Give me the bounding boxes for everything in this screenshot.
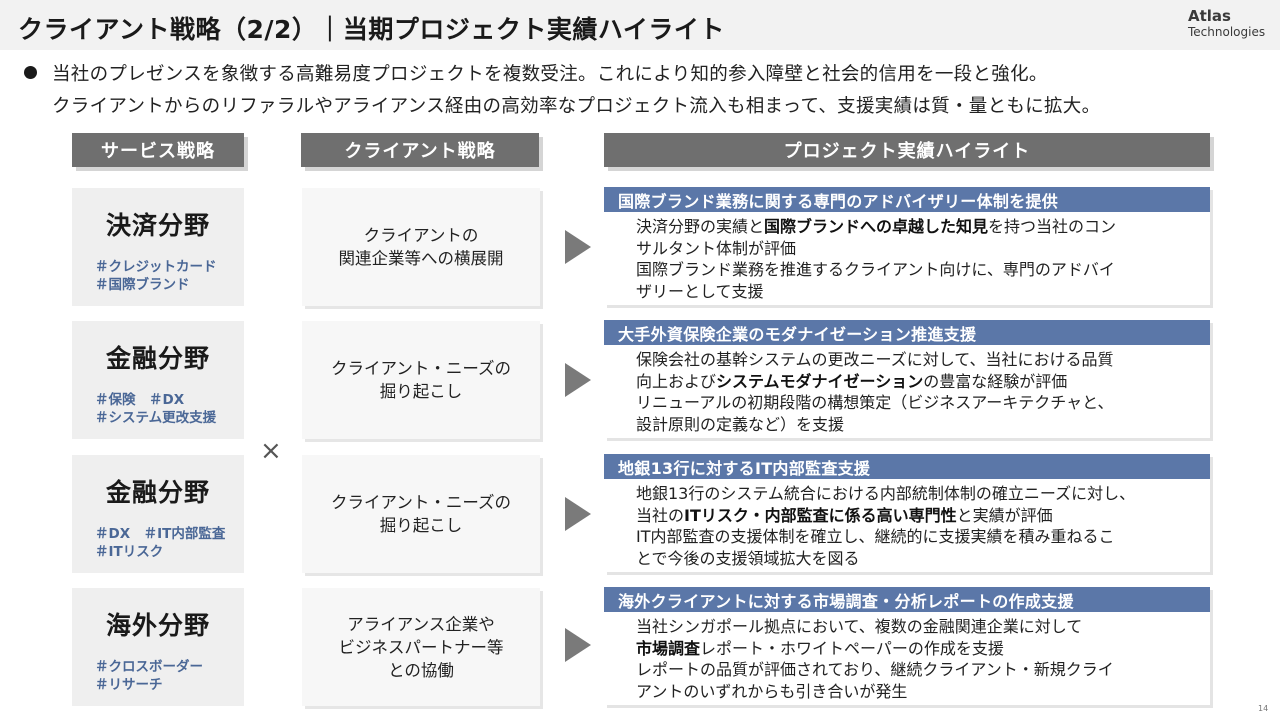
service-tag: ＃クレジットカード [95,259,217,275]
arrow-right-icon [565,363,591,397]
highlight-card-1: 国際ブランド業務に関する専門のアドバイザリー体制を提供 決済分野の実績と国際ブラ… [604,187,1210,305]
service-box-finance-it-audit: 金融分野 ＃DX ＃IT内部監査 ＃ITリスク [72,455,244,573]
highlight-line: 当社シンガポール拠点において、複数の金融関連企業に対して [636,617,1083,636]
highlight-line: アントのいずれからも引き合いが発生 [636,681,908,701]
service-tags: ＃DX ＃IT内部監査 ＃ITリスク [95,525,225,561]
client-text-line: クライアント・ニーズの [330,493,511,512]
client-text-line: クライアントの [363,226,479,245]
header-client-strategy: クライアント戦略 [301,133,539,167]
client-text-line: 掘り起こし [379,516,463,535]
client-text-line: 掘り起こし [379,382,463,401]
client-strategy-text: クライアント・ニーズの 掘り起こし [331,357,511,403]
highlight-line: 当社のITリスク・内部監査に係る高い専門性と実績が評価 [636,505,1053,525]
highlight-line: ザリーとして支援 [636,281,764,301]
highlight-line: リニューアルの初期段階の構想策定（ビジネスアーキテクチャと、 [636,393,1114,412]
client-box-1: クライアントの 関連企業等への横展開 [302,188,540,306]
page-number: 14 [1258,704,1269,713]
service-tag: ＃保険 ＃DX [95,392,185,408]
bullet-dot [24,66,37,79]
highlight-line: サルタント体制が評価 [636,238,797,258]
lead-line-1: 当社のプレゼンスを象徴する高難易度プロジェクトを複数受注。これにより知的参入障壁… [52,64,1048,85]
service-tag: ＃国際ブランド [95,277,190,293]
arrow-right-icon [565,497,591,531]
header-service-strategy: サービス戦略 [72,133,244,167]
client-text-line: クライアント・ニーズの [330,359,511,378]
highlight-card-4: 海外クライアントに対する市場調査・分析レポートの作成支援 当社シンガポール拠点に… [604,587,1210,705]
highlight-body: 当社シンガポール拠点において、複数の金融関連企業に対して 市場調査レポート・ホワ… [604,612,1210,702]
highlight-card-2: 大手外資保険企業のモダナイゼーション推進支援 保険会社の基幹システムの更改ニーズ… [604,320,1210,438]
logo-sub-text: Technologies [1188,25,1266,39]
highlight-body: 地銀13行のシステム統合における内部統制体制の確立ニーズに対し、 当社のITリス… [604,479,1210,569]
service-tags: ＃保険 ＃DX ＃システム更改支援 [95,391,216,427]
highlight-line: 市場調査レポート・ホワイトペーパーの作成を支援 [636,638,1004,658]
logo-main-text: Atlas [1188,7,1231,25]
highlight-body: 決済分野の実績と国際ブランドへの卓越した知見を持つ当社のコン サルタント体制が評… [604,212,1210,302]
service-tag: ＃ITリスク [95,544,164,560]
client-box-2: クライアント・ニーズの 掘り起こし [302,321,540,439]
highlight-line: とで今後の支援領域拡大を図る [636,548,860,568]
service-tag: ＃クロスボーダー [95,659,203,675]
highlight-line: レポートの品質が評価されており、継続クライアント・新規クライ [636,660,1114,679]
client-strategy-text: アライアンス企業や ビジネスパートナー等 との協働 [339,613,504,682]
client-text-line: との協働 [388,660,454,680]
highlight-line: 保険会社の基幹システムの更改ニーズに対して、当社における品質 [636,350,1114,369]
lead-line-2: クライアントからのリファラルやアライアンス経由の高効率なプロジェクト流入も相まっ… [52,96,1101,117]
service-title: 決済分野 [105,211,210,240]
service-title: 海外分野 [105,611,210,640]
service-title: 金融分野 [105,478,210,507]
client-box-4: アライアンス企業や ビジネスパートナー等 との協働 [302,588,540,706]
client-strategy-text: クライアントの 関連企業等への横展開 [339,224,504,270]
highlight-heading: 地銀13行に対するIT内部監査支援 [604,454,1210,479]
highlight-heading: 国際ブランド業務に関する専門のアドバイザリー体制を提供 [604,187,1210,212]
client-strategy-text: クライアント・ニーズの 掘り起こし [331,491,511,537]
highlight-body: 保険会社の基幹システムの更改ニーズに対して、当社における品質 向上およびシステム… [604,345,1210,435]
highlight-line: 国際ブランド業務を推進するクライアント向けに、専門のアドバイ [636,260,1115,279]
service-tag: ＃リサーチ [95,677,163,693]
header-project-highlights: プロジェクト実績ハイライト [604,133,1210,167]
highlight-line: 設計原則の定義など）を支援 [636,414,845,434]
company-logo: Atlas Technologies [1188,7,1266,39]
highlight-line: IT内部監査の支援体制を確立し、継続的に支援実績を積み重ねるこ [636,527,1115,546]
cross-symbol: × [260,436,282,466]
service-box-payments: 決済分野 ＃クレジットカード ＃国際ブランド [72,188,244,306]
highlight-card-3: 地銀13行に対するIT内部監査支援 地銀13行のシステム統合における内部統制体制… [604,454,1210,572]
service-tags: ＃クレジットカード ＃国際ブランド [95,258,217,294]
highlight-line: 地銀13行のシステム統合における内部統制体制の確立ニーズに対し、 [636,484,1136,503]
service-box-finance-insurance: 金融分野 ＃保険 ＃DX ＃システム更改支援 [72,321,244,439]
client-box-3: クライアント・ニーズの 掘り起こし [302,455,540,573]
title-bar: クライアント戦略（2/2）｜当期プロジェクト実績ハイライト Atlas Tech… [0,0,1280,50]
arrow-right-icon [565,230,591,264]
service-tag: ＃DX ＃IT内部監査 [95,526,226,542]
highlight-heading: 海外クライアントに対する市場調査・分析レポートの作成支援 [604,587,1210,612]
highlight-line: 向上およびシステムモダナイゼーションの豊富な経験が評価 [636,371,1068,391]
page-title: クライアント戦略（2/2）｜当期プロジェクト実績ハイライト [18,15,725,44]
highlight-heading: 大手外資保険企業のモダナイゼーション推進支援 [604,320,1210,345]
client-text-line: ビジネスパートナー等 [338,637,504,657]
service-title: 金融分野 [105,344,210,373]
arrow-right-icon [565,628,591,662]
client-text-line: アライアンス企業や [347,614,495,634]
service-tag: ＃システム更改支援 [95,410,217,426]
service-box-overseas: 海外分野 ＃クロスボーダー ＃リサーチ [72,588,244,706]
client-text-line: 関連企業等への横展開 [338,249,504,268]
highlight-line: 決済分野の実績と国際ブランドへの卓越した知見を持つ当社のコン [636,217,1117,236]
service-tags: ＃クロスボーダー ＃リサーチ [95,658,203,694]
